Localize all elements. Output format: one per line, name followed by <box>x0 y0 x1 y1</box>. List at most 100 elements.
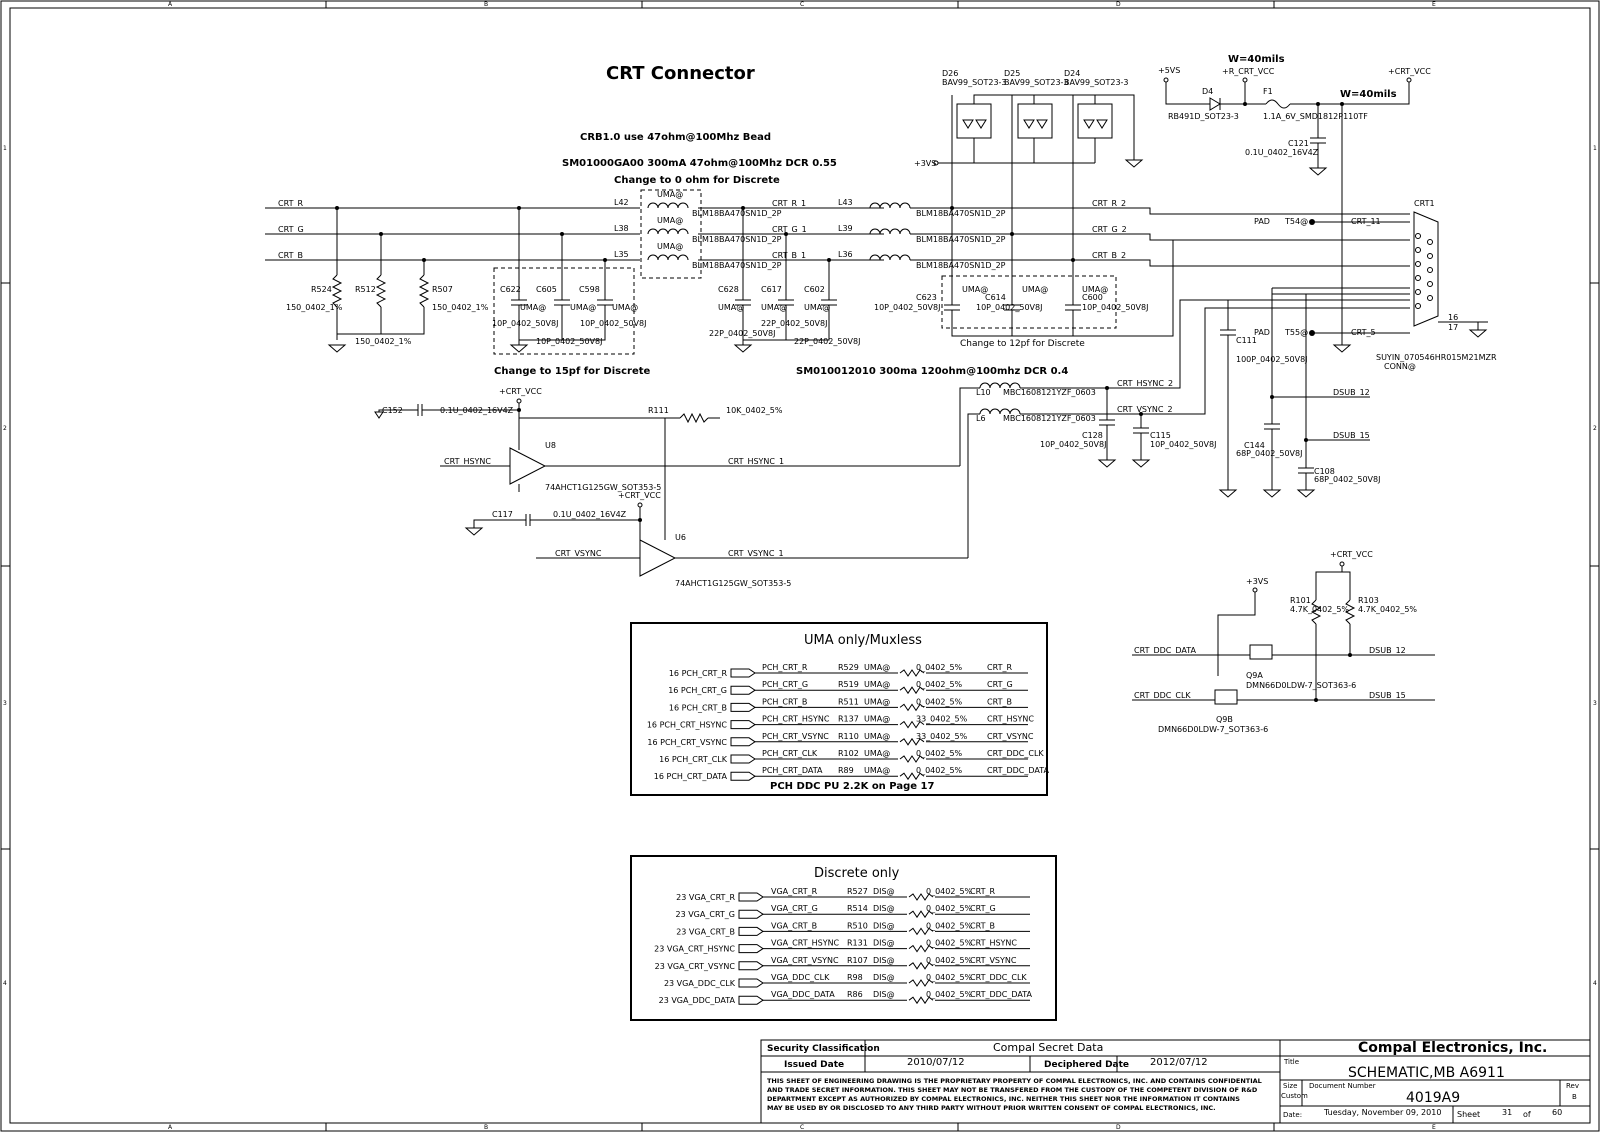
f1-val: 1.1A_6V_SMD1812P110TF <box>1263 112 1368 121</box>
r507-val: 150_0402_1% <box>432 303 489 312</box>
net-hsync2: CRT_HSYNC_2 <box>1117 379 1173 388</box>
c108-ref: C108 <box>1314 467 1335 476</box>
l42-opt: UMA@ <box>657 190 683 199</box>
row-label-4: 4 <box>3 980 7 987</box>
tb-sheet-num: 31 <box>1502 1108 1512 1117</box>
discrete-table-offpage-arrow <box>738 961 764 971</box>
discrete-table-row-ref: R131 <box>847 939 868 948</box>
tb-issued-label: Issued Date <box>784 1060 844 1070</box>
t55-ref: T55@ <box>1284 328 1308 337</box>
uma-table-row-value: 33_0402_5% <box>916 715 968 724</box>
d25-val: BAV99_SOT23-3 <box>1004 78 1069 87</box>
c117-val: 0.1U_0402_16V4Z <box>553 510 627 519</box>
tb-disclaimer-3: DEPARTMENT EXCEPT AS AUTHORIZED BY COMPA… <box>767 1095 1240 1103</box>
tb-date-value: Tuesday, November 09, 2010 <box>1323 1108 1441 1117</box>
uma-table-row-source: 16 PCH_CRT_R <box>669 669 728 678</box>
t54-ref: T54@ <box>1284 217 1308 226</box>
discrete-table-row-value: 0_0402_5% <box>926 921 973 930</box>
uma-table-row-ref: R89 <box>838 766 854 775</box>
discrete-table-row-source: 23 VGA_CRT_HSYNC <box>654 945 735 954</box>
discrete-table-row-output: CRT_B <box>970 921 995 930</box>
uma-table-row-opt: UMA@ <box>864 680 890 689</box>
uma-table-row-output: CRT_DDC_DATA <box>987 766 1049 775</box>
c622-ref: C622 <box>500 285 521 294</box>
c602-ref: C602 <box>804 285 825 294</box>
d24-val: BAV99_SOT23-3 <box>1064 78 1129 87</box>
tb-deciph-label: Deciphered Date <box>1044 1060 1129 1070</box>
discrete-table-row-source: 23 VGA_CRT_VSYNC <box>655 962 736 971</box>
c623-val: 10P_0402_50V8J <box>874 303 940 312</box>
uma-table-row-net: PCH_CRT_HSYNC <box>762 715 830 724</box>
c602-val: 22P_0402_50V8J <box>794 337 860 346</box>
discrete-table-row-ref: R98 <box>847 973 863 982</box>
c598-opt: UMA@ <box>612 303 638 312</box>
c628-val: 22P_0402_50V8J <box>709 329 775 338</box>
discrete-table-row-opt: DIS@ <box>873 939 895 948</box>
ddc-level-shifter: +3VS +CRT_VCC R101 4.7K_0402_5% R103 4.7… <box>1132 550 1435 734</box>
l10-ref: L10 <box>976 388 991 397</box>
note-w40-2: W=40mils <box>1340 89 1397 100</box>
col-label-b-bottom: B <box>484 1124 488 1131</box>
row-label-3: 3 <box>3 700 7 707</box>
row-label-3-right: 3 <box>1593 700 1597 707</box>
uma-table-row-opt: UMA@ <box>864 749 890 758</box>
uma-table-row-source: 16 PCH_CRT_DATA <box>654 772 728 781</box>
connector-part: SUYIN_070546HR015M21MZR <box>1376 353 1497 362</box>
net-5vs: +5VS <box>1158 66 1180 75</box>
uma-table-offpage-arrow <box>730 754 756 764</box>
note-sm010012: SM010012010 300ma 120ohm@100mhz DCR 0.4 <box>796 366 1068 377</box>
discrete-table-offpage-arrow <box>738 978 764 988</box>
net-crt11: CRT_11 <box>1351 217 1381 226</box>
discrete-table-offpage-arrow <box>738 926 764 936</box>
col-label-e: E <box>1432 1 1436 8</box>
c121-ref: C121 <box>1288 139 1309 148</box>
net-vsync1: CRT_VSYNC_1 <box>728 549 784 558</box>
discrete-table-row-output: CRT_R <box>970 887 995 896</box>
c598-ref: C598 <box>579 285 600 294</box>
uma-table-row-net: PCH_CRT_R <box>762 663 808 672</box>
row-label-4-right: 4 <box>1593 980 1597 987</box>
c617-ref: C617 <box>761 285 782 294</box>
discrete-table-row-net: VGA_CRT_B <box>771 921 817 930</box>
discrete-table-row-source: 23 VGA_DDC_CLK <box>664 979 736 988</box>
net-3vs-diode: +3VS <box>914 159 936 168</box>
d4-ref: D4 <box>1202 87 1213 96</box>
row-label-2-right: 2 <box>1593 425 1597 432</box>
uma-table-row-ref: R511 <box>838 697 859 706</box>
note-crb-bead: CRB1.0 use 47ohm@100Mhz Bead <box>580 132 771 143</box>
discrete-table-offpage-arrow <box>738 909 764 919</box>
r101-ref: R101 <box>1290 596 1311 605</box>
uma-table-row-net: PCH_CRT_VSYNC <box>762 732 829 741</box>
uma-table-row-source: 16 PCH_CRT_VSYNC <box>647 738 727 747</box>
net-crt-b2: CRT_B_2 <box>1092 251 1126 260</box>
uma-table-row-output: CRT_HSYNC <box>987 715 1034 724</box>
c144-val: 68P_0402_50V8J <box>1236 449 1302 458</box>
discrete-table-row-source: 23 VGA_DDC_DATA <box>659 996 736 1005</box>
net-crt-r2: CRT_R_2 <box>1092 199 1126 208</box>
tb-issued-value: 2010/07/12 <box>907 1057 965 1068</box>
crt1-pin17: 17 <box>1448 323 1458 332</box>
tb-size-label: Size <box>1283 1082 1297 1090</box>
c605-val: 10P_0402_50V8J <box>536 337 602 346</box>
uma-table-row-source: 16 PCH_CRT_G <box>668 686 727 695</box>
r524-ref: R524 <box>311 285 332 294</box>
discrete-table-row-output: CRT_VSYNC <box>970 956 1017 965</box>
uma-table-row-output: CRT_VSYNC <box>987 732 1034 741</box>
discrete-table-row-ref: R107 <box>847 956 868 965</box>
connector-opt: CONN@ <box>1384 362 1416 371</box>
tb-size-value: Custom <box>1281 1092 1308 1100</box>
tb-disclaimer-4: MAY BE USED BY OR DISCLOSED TO ANY THIRD… <box>767 1104 1216 1112</box>
c152-val: 0.1U_0402_16V4Z <box>440 406 514 415</box>
l38-opt: UMA@ <box>657 216 683 225</box>
d24-ref: D24 <box>1064 69 1080 78</box>
col-label-d: D <box>1116 1 1121 8</box>
